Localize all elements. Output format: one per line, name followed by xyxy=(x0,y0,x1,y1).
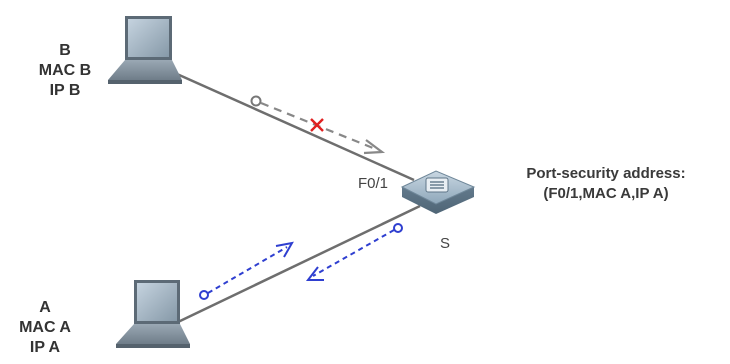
laptop-icon xyxy=(116,280,190,348)
link-a-to-switch xyxy=(177,204,421,324)
host-a-name: A xyxy=(39,299,51,316)
host-a-ip: IP A xyxy=(29,339,61,356)
host-a-mac: MAC A xyxy=(19,319,71,336)
host-b-label: B MAC B IP B xyxy=(20,43,110,103)
blocked-x-icon xyxy=(310,118,324,132)
allowed-flow-to-host-a xyxy=(305,223,403,281)
switch-name-label: S xyxy=(440,235,451,252)
laptop-icon xyxy=(108,16,182,84)
switch-icon xyxy=(400,170,476,214)
port-security-title: Port-security address: xyxy=(526,165,686,182)
host-b-ip: IP B xyxy=(49,82,81,99)
link-b-to-switch xyxy=(167,68,415,182)
port-security-entry: (F0/1,MAC A,IP A) xyxy=(543,185,669,202)
host-b-name: B xyxy=(59,42,71,59)
host-b-mac: MAC B xyxy=(38,62,92,79)
switch-port-label: F0/1 xyxy=(358,175,389,192)
port-security-label: Port-security address: (F0/1,MAC A,IP A) xyxy=(486,166,726,206)
allowed-flow-to-switch xyxy=(199,241,294,300)
host-a-label: A MAC A IP A xyxy=(0,300,90,360)
